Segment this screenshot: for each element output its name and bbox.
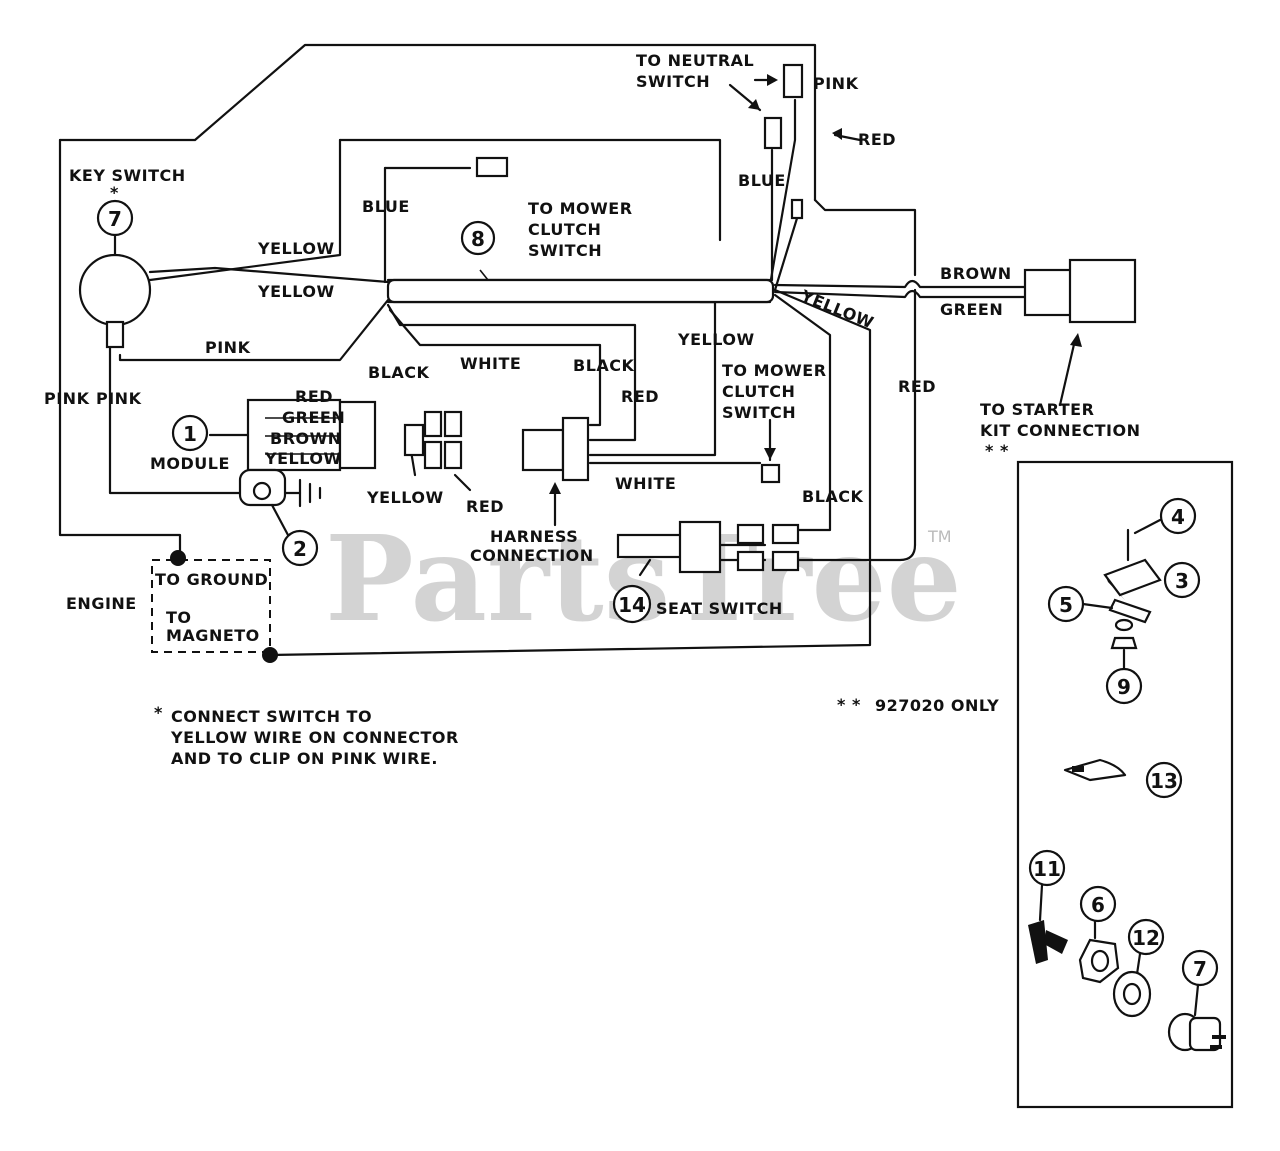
module: 1 2 <box>171 398 377 567</box>
label-note-3: AND TO CLIP ON PINK WIRE. <box>171 749 438 768</box>
label-key-star: * <box>110 183 119 202</box>
label-harness: HARNESS <box>490 527 578 546</box>
callout-13: 13 <box>1150 769 1178 793</box>
label-to-mower-3: SWITCH <box>528 241 602 260</box>
label-module-brown: BROWN <box>270 429 342 448</box>
label-to-neutral: TO NEUTRAL <box>636 51 754 70</box>
label-connection: CONNECTION <box>470 546 594 565</box>
label-clutch-mid-1: TO MOWER <box>722 361 827 380</box>
text-labels: TO NEUTRAL SWITCH PINK RED BLUE KEY SWIT… <box>44 51 1141 768</box>
label-switch: SWITCH <box>636 72 710 91</box>
label-module: MODULE <box>150 454 230 473</box>
label-red-harness: RED <box>621 387 659 406</box>
label-to-ground: TO GROUND <box>155 570 268 589</box>
label-to-mower-1: TO MOWER <box>528 199 633 218</box>
harness-bundle: 8 <box>386 220 775 304</box>
label-pink-left-1: PINK <box>44 389 90 408</box>
harness-connection-plug <box>521 416 590 482</box>
label-only-stars: * * <box>837 695 861 714</box>
mower-clutch-connector-top <box>475 156 509 178</box>
label-starter-stars: * * <box>985 441 1009 460</box>
label-kit-connection: KIT CONNECTION <box>980 421 1141 440</box>
starter-connector <box>1023 258 1137 324</box>
label-yellow-conn: YELLOW <box>366 488 444 507</box>
label-to: TO <box>166 608 192 627</box>
label-pink-left-2: PINK <box>96 389 142 408</box>
label-note-2: YELLOW WIRE ON CONNECTOR <box>170 728 459 747</box>
label-red-top: RED <box>858 130 896 149</box>
label-clutch-mid-3: SWITCH <box>722 403 796 422</box>
label-red-conn: RED <box>466 497 504 516</box>
callout-14: 14 <box>618 593 646 617</box>
label-black-seat: BLACK <box>802 487 864 506</box>
callout-7: 7 <box>1193 957 1207 981</box>
label-module-green: GREEN <box>282 408 345 427</box>
label-yellow-mid: YELLOW <box>677 330 755 349</box>
label-engine: ENGINE <box>66 594 137 613</box>
label-brown: BROWN <box>940 264 1012 283</box>
label-key-switch: KEY SWITCH <box>69 166 186 185</box>
label-yellow-2: YELLOW <box>257 282 335 301</box>
mower-clutch-connector-mid <box>760 463 781 484</box>
label-black-conn: BLACK <box>368 363 430 382</box>
trademark: TM <box>927 527 952 546</box>
label-green: GREEN <box>940 300 1003 319</box>
label-to-mower-2: CLUTCH <box>528 220 601 239</box>
label-module-red: RED <box>295 387 333 406</box>
callout-3: 3 <box>1175 569 1189 593</box>
label-yellow-diag: YELLOW <box>798 286 877 333</box>
label-yellow-1: YELLOW <box>257 239 335 258</box>
label-note-1: CONNECT SWITCH TO <box>171 707 372 726</box>
label-to-starter: TO STARTER <box>980 400 1094 419</box>
label-blue-right: BLUE <box>738 171 786 190</box>
wiring-lines <box>58 43 1077 657</box>
neutral-switch-connectors <box>763 63 804 220</box>
label-black-harness: BLACK <box>573 356 635 375</box>
callout-1: 1 <box>183 422 197 446</box>
label-magneto: MAGNETO <box>166 626 260 645</box>
label-clutch-mid-2: CLUTCH <box>722 382 795 401</box>
seat-switch: 14 <box>612 520 800 624</box>
callout-4: 4 <box>1171 505 1185 529</box>
plug-connector <box>403 410 463 470</box>
callout-7-key: 7 <box>108 207 122 231</box>
engine-box <box>151 550 278 663</box>
callout-6: 6 <box>1091 893 1105 917</box>
label-module-yellow: YELLOW <box>264 449 342 468</box>
callout-9: 9 <box>1117 675 1131 699</box>
label-pink-top: PINK <box>813 74 859 93</box>
key-switch: 7 <box>78 199 152 349</box>
callout-12: 12 <box>1132 926 1160 950</box>
label-red-right: RED <box>898 377 936 396</box>
label-white-harness: WHITE <box>615 474 676 493</box>
callout-2: 2 <box>293 537 307 561</box>
callout-5: 5 <box>1059 593 1073 617</box>
label-white-conn: WHITE <box>460 354 521 373</box>
label-seat-switch: SEAT SWITCH <box>656 599 783 618</box>
parts-panel: 4 3 5 9 13 11 6 12 <box>1016 460 1234 1109</box>
label-927020-only: 927020 ONLY <box>875 696 999 715</box>
label-blue-left: BLUE <box>362 197 410 216</box>
label-pink-mid: PINK <box>205 338 251 357</box>
label-note-star: * <box>154 703 163 722</box>
watermark: PartsTree <box>325 509 962 648</box>
callout-11: 11 <box>1033 857 1061 881</box>
callout-8: 8 <box>471 227 485 251</box>
